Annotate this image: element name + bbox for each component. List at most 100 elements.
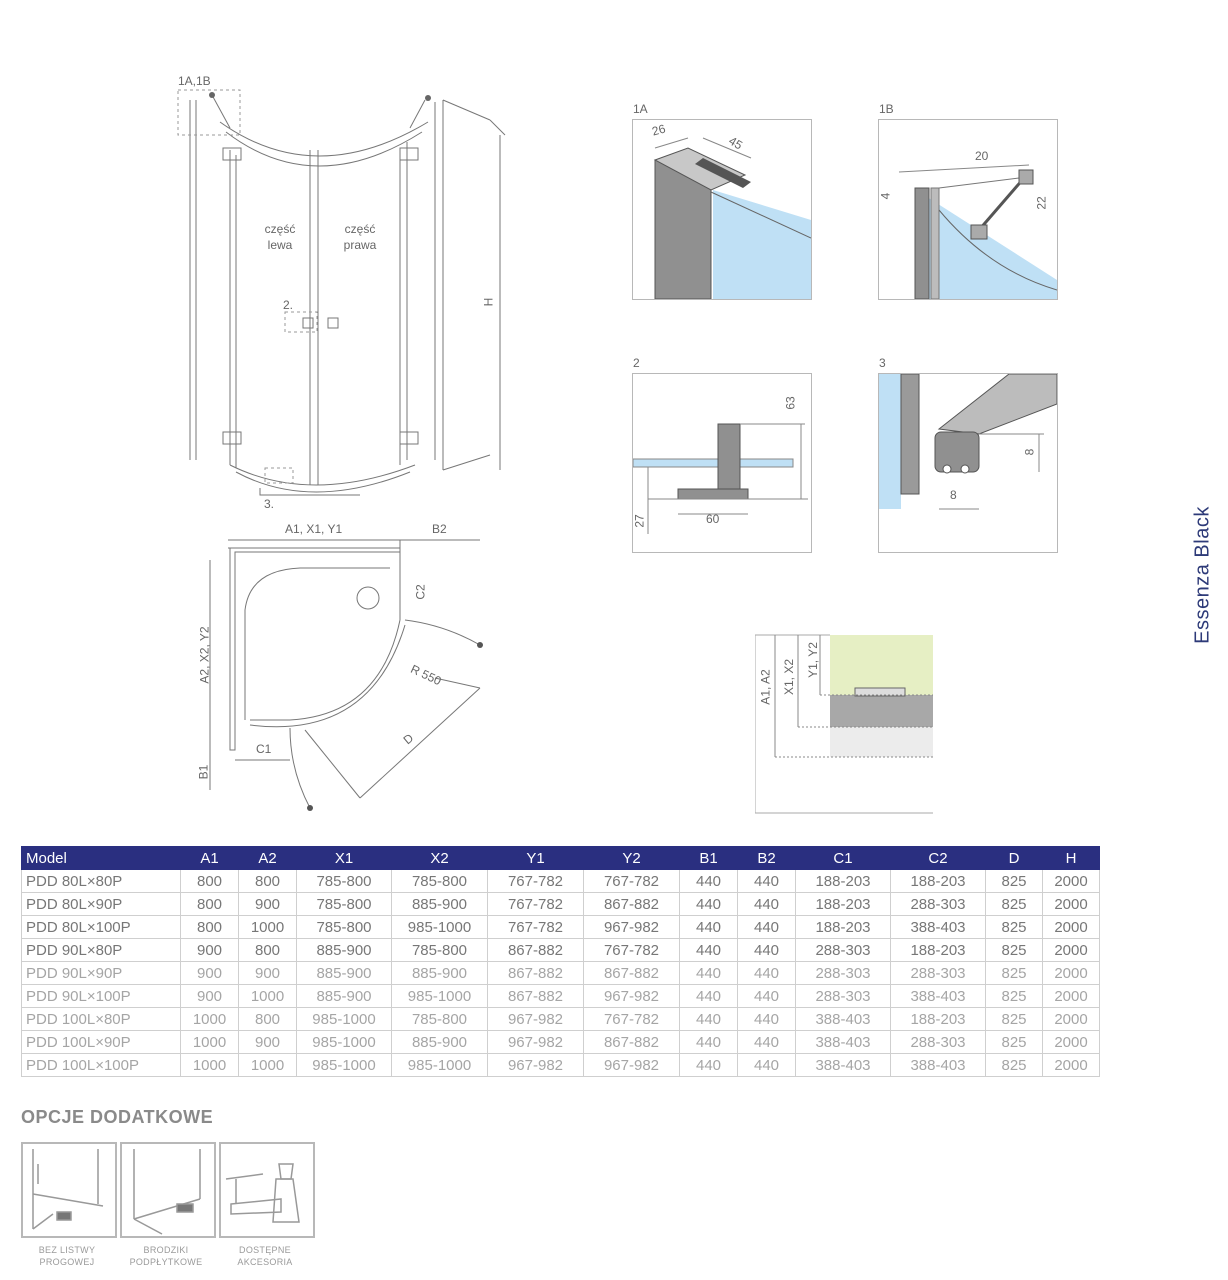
model-cell: PDD 90L×90P: [21, 961, 181, 985]
value-cell: 785-800: [296, 869, 392, 893]
value-cell: 867-882: [487, 961, 584, 985]
option-caption-3: DOSTĘPNE AKCESORIA: [237, 1245, 293, 1267]
detail-3-label: 3: [879, 356, 886, 370]
value-cell: 800: [238, 938, 297, 962]
value-cell: 985-1000: [391, 984, 488, 1008]
value-cell: 867-882: [583, 961, 680, 985]
value-cell: 825: [985, 915, 1043, 939]
detail-1b-box: [878, 119, 1058, 300]
callout-1a-1b: 1A,1B: [178, 74, 211, 88]
tray-icon: [133, 1149, 201, 1235]
value-cell: 388-403: [890, 984, 986, 1008]
option-accessories: [219, 1142, 315, 1238]
options-title: OPCJE DODATKOWE: [21, 1107, 214, 1127]
value-cell: 767-782: [583, 938, 680, 962]
plan-b2: B2: [432, 522, 447, 536]
detail-3-dim2: 8: [950, 488, 957, 502]
callout-2: 2.: [283, 298, 294, 312]
value-cell: 900: [180, 961, 239, 985]
col-header: H: [1042, 846, 1100, 870]
value-cell: 767-782: [487, 869, 584, 893]
value-cell: 985-1000: [296, 1053, 392, 1077]
model-cell: PDD 100L×90P: [21, 1030, 181, 1054]
value-cell: 440: [737, 1007, 796, 1031]
value-cell: 2000: [1042, 961, 1100, 985]
value-cell: 188-203: [795, 915, 891, 939]
value-cell: 2000: [1042, 869, 1100, 893]
value-cell: 785-800: [296, 892, 392, 916]
value-cell: 785-800: [391, 938, 488, 962]
option-tray: [120, 1142, 216, 1238]
plan-left-dim: A2, X2, Y2: [197, 626, 212, 684]
value-cell: 985-1000: [391, 915, 488, 939]
plan-view-drawing: [209, 539, 483, 811]
value-cell: 967-982: [583, 1053, 680, 1077]
col-header: Y1: [487, 846, 584, 870]
value-cell: 188-203: [795, 892, 891, 916]
value-cell: 767-782: [487, 915, 584, 939]
col-header: Model: [21, 846, 181, 870]
detail-2-dim1: 63: [783, 396, 798, 410]
right-part-label: część prawa: [343, 222, 377, 252]
detail-1b-label: 1B: [879, 102, 894, 116]
value-cell: 885-900: [296, 984, 392, 1008]
value-cell: 288-303: [795, 938, 891, 962]
model-cell: PDD 80L×80P: [21, 869, 181, 893]
value-cell: 867-882: [583, 1030, 680, 1054]
value-cell: 967-982: [583, 984, 680, 1008]
value-cell: 440: [679, 961, 738, 985]
value-cell: 1000: [238, 1053, 297, 1077]
detail-3-drawing: [879, 373, 1058, 510]
plan-b1: B1: [196, 764, 211, 780]
value-cell: 288-303: [890, 1030, 986, 1054]
col-header: D: [985, 846, 1043, 870]
model-cell: PDD 100L×100P: [21, 1053, 181, 1077]
value-cell: 767-782: [583, 869, 680, 893]
value-cell: 985-1000: [296, 1030, 392, 1054]
value-cell: 288-303: [795, 961, 891, 985]
value-cell: 2000: [1042, 915, 1100, 939]
section-label-3: Y1, Y2: [805, 642, 820, 678]
value-cell: 388-403: [890, 1053, 986, 1077]
value-cell: 440: [679, 984, 738, 1008]
value-cell: 785-800: [391, 869, 488, 893]
plan-top-dim: A1, X1, Y1: [285, 522, 343, 536]
value-cell: 767-782: [487, 892, 584, 916]
value-cell: 767-782: [583, 1007, 680, 1031]
value-cell: 440: [737, 938, 796, 962]
value-cell: 825: [985, 938, 1043, 962]
value-cell: 967-982: [487, 1053, 584, 1077]
detail-2-dim3: 60: [706, 512, 720, 526]
value-cell: 900: [238, 961, 297, 985]
col-header: B2: [737, 846, 796, 870]
detail-3-box: [878, 373, 1058, 553]
value-cell: 985-1000: [391, 1053, 488, 1077]
detail-1b-dim2: 4: [878, 192, 893, 200]
detail-1b-dim3: 22: [1034, 196, 1049, 210]
model-cell: PDD 90L×100P: [21, 984, 181, 1008]
front-elevation-drawing: [177, 89, 506, 496]
value-cell: 900: [180, 984, 239, 1008]
value-cell: 825: [985, 1030, 1043, 1054]
value-cell: 2000: [1042, 984, 1100, 1008]
value-cell: 1000: [180, 1053, 239, 1077]
value-cell: 440: [737, 892, 796, 916]
section-detail-box: [754, 633, 933, 814]
col-header: X2: [391, 846, 488, 870]
value-cell: 1000: [180, 1030, 239, 1054]
value-cell: 440: [679, 869, 738, 893]
section-label-1: A1, A2: [758, 669, 773, 705]
callout-3: 3.: [264, 497, 275, 511]
col-header: X1: [296, 846, 392, 870]
value-cell: 885-900: [296, 938, 392, 962]
value-cell: 288-303: [795, 984, 891, 1008]
value-cell: 288-303: [890, 892, 986, 916]
col-header: A2: [238, 846, 297, 870]
